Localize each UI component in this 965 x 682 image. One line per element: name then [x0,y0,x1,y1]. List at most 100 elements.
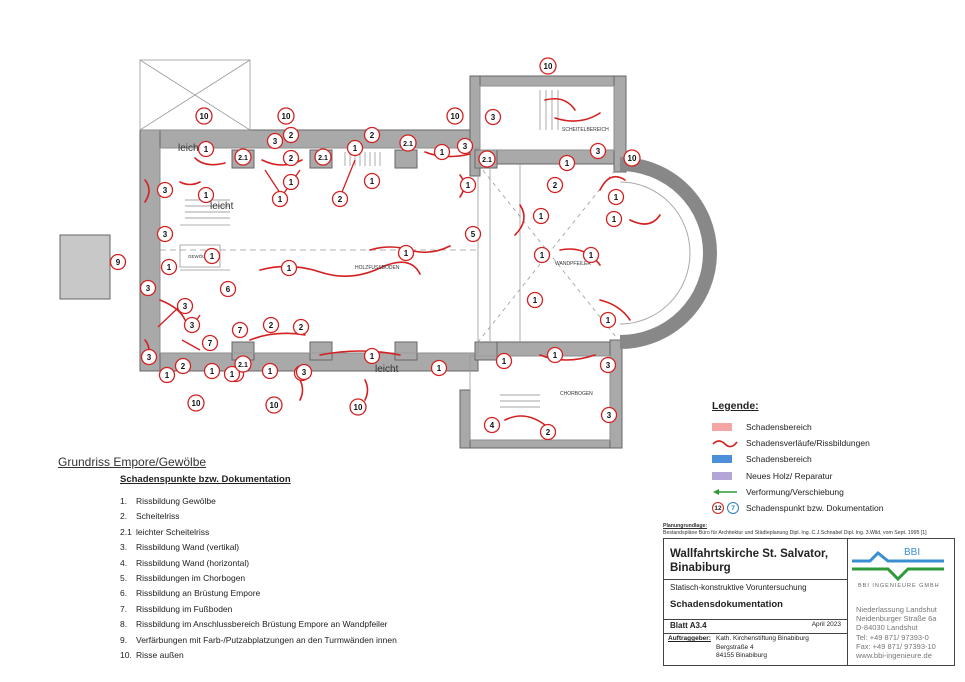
damage-list-text: Risse außen [136,649,184,660]
legend-swatch-purple [712,471,732,480]
damage-list-item: 7.Rissbildung im Fußboden [120,604,540,619]
damage-marker-number: 2 [181,362,186,371]
label-leicht-2: leicht [210,201,234,212]
legend-label: Schadensbereich [746,454,812,465]
damage-marker-number: 2.1 [403,141,413,148]
damage-list-item: 9.Verfärbungen mit Farb-/Putzabplatzunge… [120,635,540,650]
damage-marker-number: 1 [230,370,235,379]
damage-marker-number: 3 [596,147,601,156]
damage-marker-number: 2 [546,428,551,437]
damage-marker-circle [526,291,544,309]
damage-marker-circle [605,210,623,228]
damage-marker-circle [156,181,174,199]
damage-marker-number: 1 [204,191,209,200]
label-section-b: SCHEITELBEREICH [562,127,609,133]
damage-marker-circle [623,149,641,167]
damage-marker-number: 2 [299,323,304,332]
damage-marker-circle [464,225,482,243]
damage-marker-number: 2.1 [238,155,248,162]
document-title: Schadensdokumentation [670,599,783,610]
legend-row-deformation: Verformung/Verschiebung [712,484,952,500]
legend-row-cracks: Schadensverläufe/Rissbildungen [712,435,952,451]
damage-marker-circle [558,154,576,172]
damage-marker-circle [203,362,221,380]
damage-marker-circle [231,321,249,339]
damage-list-item: 8.Rissbildung im Anschlussbereich Brüstu… [120,619,540,634]
damage-marker-number: 3 [146,284,151,293]
damage-marker-number: 3 [190,321,195,330]
damage-marker-number: 1 [612,215,617,224]
damage-marker-number: 1 [353,144,358,153]
label-section-e: GEWÖLBE [188,253,211,259]
legend-row-damage-area-blue: Schadensbereich [712,451,952,467]
damage-marker-number: 1 [540,251,545,260]
damage-marker-number: 1 [370,177,375,186]
floor-plan-drawing: leicht leicht leicht HOLZFUSSBODEN SCHEI… [59,57,717,449]
damage-marker-circle [483,416,501,434]
damage-list-text: Rissbildung Wand (horizontal) [136,557,250,568]
damage-marker-circle [277,107,295,125]
project-subtitle: Statisch-konstruktive Voruntersuchung [670,583,807,592]
legend-label: Neues Holz/ Reparatur [746,470,833,481]
sheet-number: Blatt A3.4 [670,621,707,630]
damage-marker-number: 9 [116,258,121,267]
damage-marker-number: 1 [404,249,409,258]
damage-marker-number: 3 [163,230,168,239]
legend-label: Schadenspunkt bzw. Dokumentation [746,503,884,514]
company-tel: Tel: +49 871/ 97393-0 [856,632,929,642]
damage-marker-circle [197,140,215,158]
damage-marker-circle [600,406,618,424]
client-label: Auftraggeber: [668,635,711,642]
damage-list-number: 7. [120,603,128,614]
damage-marker-number: 1 [289,178,294,187]
damage-marker-circle [331,190,349,208]
damage-marker-circle [495,352,513,370]
stairs [185,90,559,408]
damage-marker-circle [456,137,474,155]
legend-row-new-wood: Neues Holz/ Reparatur [712,468,952,484]
damage-marker-circle [160,258,178,276]
damage-marker-number: 1 [370,352,375,361]
damage-marker-number: 1 [437,364,442,373]
damage-marker-number: 10 [354,403,363,412]
damage-marker-number: 2 [269,321,274,330]
damage-marker-circle [363,172,381,190]
project-title: Wallfahrtskirche St. Salvator, Binabibur… [670,548,829,574]
damage-marker-number: 1 [589,251,594,260]
plan-labels: leicht leicht leicht HOLZFUSSBODEN SCHEI… [178,127,609,397]
damage-marker-number: 10 [544,62,553,71]
damage-marker-number: 3 [607,411,612,420]
source-note: Planungrundlage: Bestandspläne Büro für … [663,523,953,536]
bbi-logo-text: BBI [904,547,920,558]
damage-list: Schadenspunkte bzw. Dokumentation 1.Riss… [120,474,540,665]
damage-list-item: 10. Risse außen [120,650,540,665]
company-web: www.bbi-ingenieure.de [856,651,932,661]
damage-marker-circle [546,346,564,364]
damage-marker-number: 6 [226,285,231,294]
damage-marker-number: 1 [210,367,215,376]
damage-list-text: leichter Scheitelriss [136,526,210,537]
damage-list-number: 4. [120,557,128,568]
damage-marker-number: 10 [270,401,279,410]
damage-marker-circle [532,207,550,225]
damage-marker-circle [282,173,300,191]
company-address: Niederlassung Landshut Neidenburger Stra… [856,605,937,660]
damage-marker-circle [183,316,201,334]
label-leicht-3: leicht [375,364,399,375]
damage-marker-number: 10 [282,112,291,121]
legend-arrow-icon [713,488,737,495]
damage-marker-circle [223,365,241,383]
damage-list-number: 10. [120,649,132,660]
legend-swatch-red [712,423,732,432]
damage-marker-number: 3 [147,353,152,362]
damage-marker-circle [203,247,221,265]
company-city: D-84030 Landshut [856,623,918,633]
legend-crack-icon [712,440,738,448]
legend-label: Schadensbereich [746,422,812,433]
damage-marker-number: 1 [606,316,611,325]
damage-marker-circle [282,126,300,144]
title-block-left: Wallfahrtskirche St. Salvator, Binabibur… [664,539,848,665]
damage-list-number: 5. [120,572,128,583]
company-name: BBI INGENIEURE GMBH [858,583,940,589]
